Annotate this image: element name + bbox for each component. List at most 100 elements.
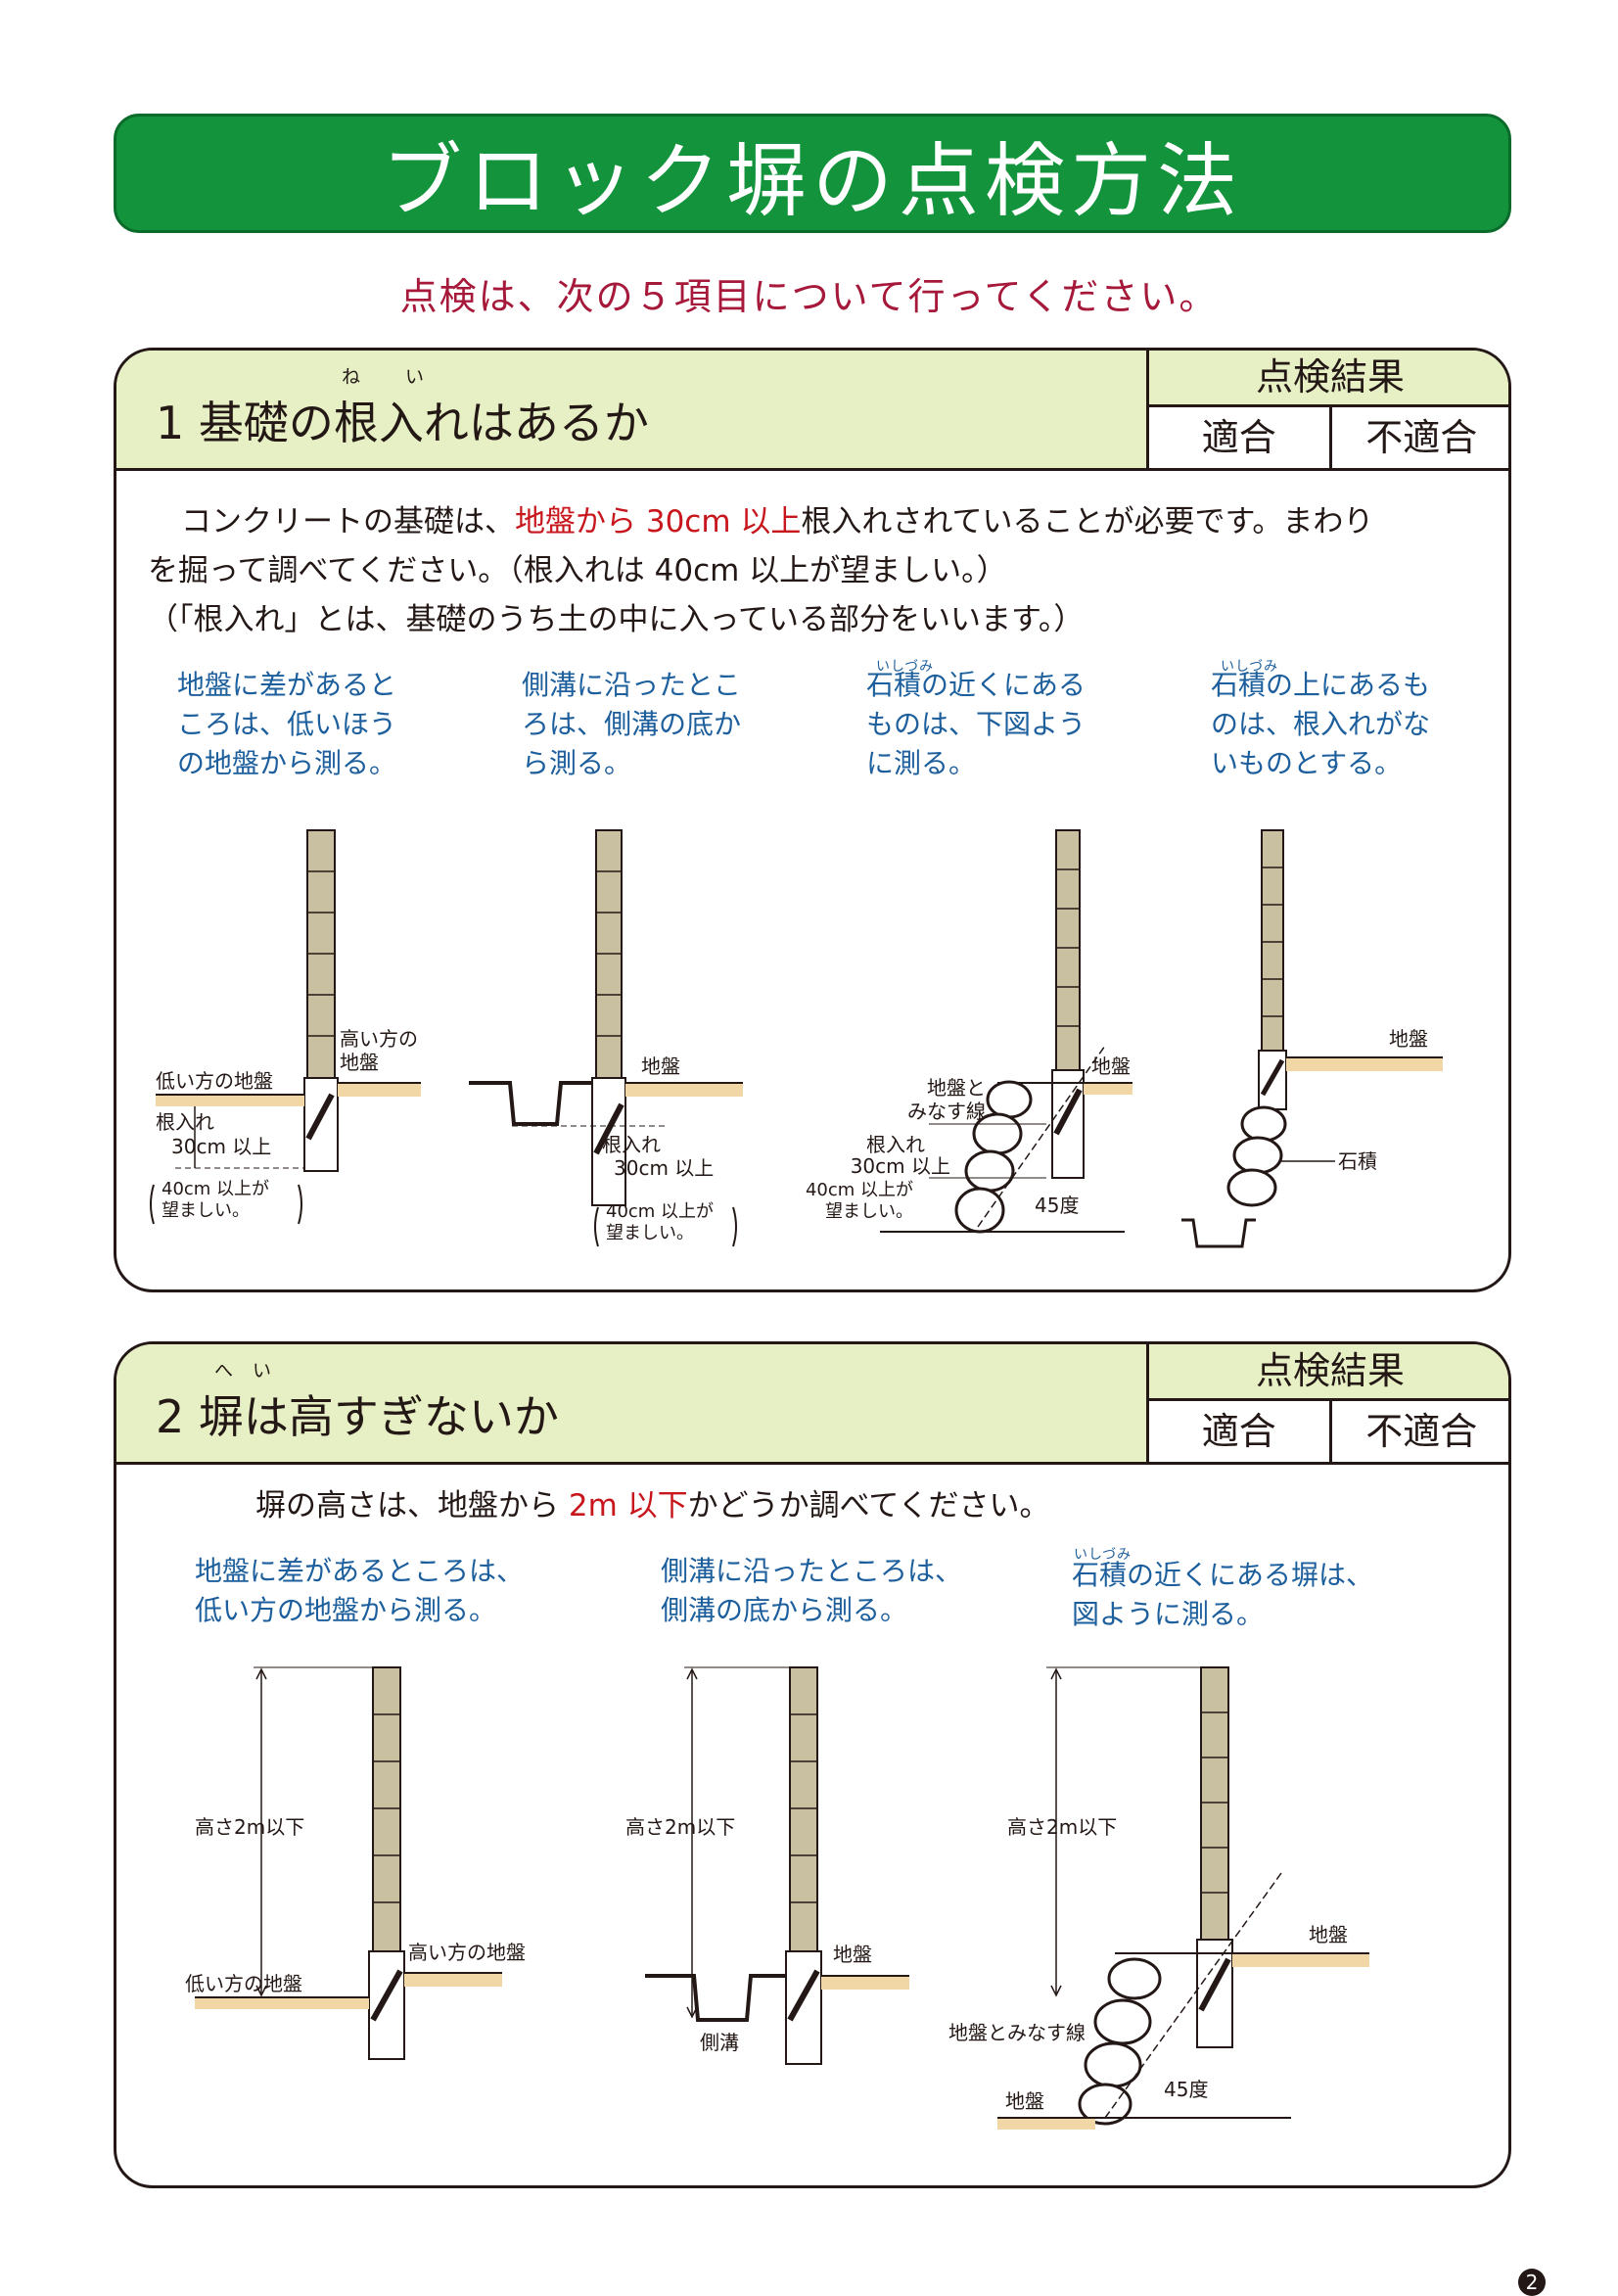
note-line: 石積の上にあるも <box>1211 669 1431 701</box>
highlight-text: 2m 以下 <box>568 1488 688 1523</box>
intro-text: 点検は、次の５項目について行ってください。 <box>399 275 1219 318</box>
furigana: いしづみ <box>876 659 935 675</box>
result-header: 点検結果 <box>1149 351 1508 407</box>
result-header: 点検結果 <box>1149 1344 1508 1401</box>
label-low-ground: 低い方の地盤 <box>156 1069 273 1093</box>
label-stone: 石積 <box>1338 1149 1377 1173</box>
block-wall <box>1055 829 1081 1071</box>
label-recommend-2: 望ましい。 <box>162 1200 250 1221</box>
label-ground: 地盤 <box>1091 1054 1131 1078</box>
label-high-ground-1: 高い方の <box>340 1027 418 1051</box>
result-ng-cell[interactable]: 不適合 <box>1365 1410 1478 1453</box>
gutter <box>469 1081 592 1126</box>
ground-low <box>195 1997 369 2009</box>
section-height: へい 2 塀は高すぎないか 点検結果 適合 不適合 塀の高さは、地盤から 2m … <box>114 1341 1511 2188</box>
label-ground: 地盤 <box>833 1943 872 1966</box>
label-recommend-2: 望ましい。 <box>825 1201 913 1222</box>
section-body-text: コンクリートの基礎は、地盤から 30cm 以上根入れされていることが必要です。ま… <box>148 497 1493 644</box>
page-title: ブロック塀の点検方法 <box>381 134 1243 228</box>
label-high-ground-2: 地盤 <box>340 1051 379 1074</box>
diagram-height-ground-difference: 高さ2m以下 高い方の地盤 低い方の地盤 <box>185 1666 526 2060</box>
ground-low <box>156 1095 304 1106</box>
note-line: 地盤に差があるところは、 <box>195 1555 525 1587</box>
note-line: 低い方の地盤から測る。 <box>195 1594 497 1626</box>
note: 石積の近くにある塀は、 図ように測る。 <box>1072 1556 1373 1634</box>
label-angle: 45度 <box>1035 1194 1079 1217</box>
stone <box>1240 1105 1287 1143</box>
diagram-on-stone-wall: 地盤 石積 <box>1181 829 1443 1248</box>
section-header: ね い 1 基礎の根入れはあるか 点検結果 適合 不適合 <box>116 351 1508 471</box>
stone <box>964 1149 1015 1193</box>
block-wall <box>1200 1666 1229 1941</box>
furigana: いしづみ <box>1221 659 1279 675</box>
note-line: 石積の近くにある <box>866 669 1086 701</box>
stone <box>1093 1998 1152 2045</box>
ground-high <box>338 1083 421 1097</box>
section-foundation: ね い 1 基礎の根入れはあるか 点検結果 適合 不適合 コンクリートの基礎は、… <box>114 348 1511 1292</box>
foundation <box>591 1077 626 1206</box>
assumed-ground-line <box>977 1045 1106 1228</box>
note: 地盤に差があると ころは、低いほう の地盤から測る。 <box>177 666 396 783</box>
note-line: 図ように測る。 <box>1072 1598 1265 1630</box>
diagram-ground-difference: 高い方の 地盤 低い方の地盤 根入れ 30cm 以上 40cm 以上が 望ましい… <box>150 829 421 1225</box>
gutter <box>645 1974 786 2022</box>
body-text: 根入れされていることが必要です。まわり <box>801 504 1374 539</box>
page-number: 2 <box>1518 2269 1546 2296</box>
diagram-near-stone-wall: 地盤と みなす線 地盤 根入れ 30cm 以上 40cm 以上が 望ましい。 4… <box>806 829 1133 1234</box>
note-line: ら測る。 <box>522 747 632 779</box>
note: 側溝に沿ったところは、 側溝の底から測る。 <box>661 1552 962 1630</box>
ground-lower <box>997 2118 1095 2130</box>
stone <box>1107 1957 1162 2000</box>
label-assumed-2: みなす線 <box>907 1100 986 1123</box>
note-line: の地盤から測る。 <box>177 747 397 779</box>
note-line: ものは、下図よう <box>866 708 1086 740</box>
section-header: へい 2 塀は高すぎないか 点検結果 適合 不適合 <box>116 1344 1508 1465</box>
foundation <box>368 1950 405 2060</box>
body-text: （「根入れ」とは、基礎のうち土の中に入っている部分をいいます。） <box>148 602 1085 637</box>
body-text: を掘って調べてください。（根入れは 40cm 以上が望ましい。） <box>148 553 1007 588</box>
label-high-ground: 高い方の地盤 <box>408 1941 526 1964</box>
ground <box>1084 1083 1133 1095</box>
stone <box>1226 1168 1277 1207</box>
result-ng-cell[interactable]: 不適合 <box>1365 416 1478 459</box>
foundation <box>785 1950 822 2065</box>
foundation <box>1196 1939 1233 2048</box>
label-recommend-1: 40cm 以上が <box>606 1201 714 1222</box>
label-height: 高さ2m以下 <box>1007 1815 1117 1839</box>
ground <box>821 1976 909 1990</box>
stone <box>1078 2083 1133 2126</box>
label-assumed-1: 地盤と <box>927 1076 986 1100</box>
stone <box>1084 2041 1142 2088</box>
note-line: ろは、側溝の底か <box>522 708 742 740</box>
label-ground: 地盤 <box>1389 1027 1428 1051</box>
note: 地盤に差があるところは、 低い方の地盤から測る。 <box>195 1552 524 1630</box>
body-text: かどうか調べてください。 <box>687 1488 1050 1523</box>
section-title: 2 塀は高すぎないか <box>156 1390 559 1443</box>
note-line: ころは、低いほう <box>177 708 397 740</box>
result-box: 点検結果 適合 不適合 <box>1146 351 1508 468</box>
foundation <box>303 1077 339 1172</box>
result-ok-cell[interactable]: 適合 <box>1149 1401 1332 1462</box>
ground <box>1232 1953 1369 1967</box>
note-line: のは、根入れがな <box>1211 708 1431 740</box>
label-depth-2: 30cm 以上 <box>171 1135 271 1158</box>
result-box: 点検結果 適合 不適合 <box>1146 1344 1508 1462</box>
diagram-gutter: 地盤 根入れ 30cm 以上 40cm 以上が 望ましい。 <box>469 829 743 1247</box>
foundation <box>1051 1069 1085 1179</box>
label-depth-1: 根入れ <box>156 1110 214 1134</box>
diagram-height-gutter: 高さ2m以下 地盤 側溝 <box>625 1666 909 2065</box>
furigana: いしづみ <box>1074 1547 1133 1563</box>
label-angle: 45度 <box>1164 2078 1208 2101</box>
block-wall <box>372 1666 401 1952</box>
furigana: ね い <box>342 366 444 388</box>
label-depth-1: 根入れ <box>602 1133 661 1156</box>
stone <box>986 1080 1033 1119</box>
gutter <box>1181 1218 1256 1248</box>
label-height: 高さ2m以下 <box>625 1815 735 1839</box>
note: 石積の上にあるも のは、根入れがな いものとする。 <box>1211 666 1430 783</box>
ground-high <box>404 1973 502 1987</box>
assumed-ground-line <box>1104 1872 1282 2119</box>
furigana: へい <box>214 1360 292 1382</box>
result-ok-cell[interactable]: 適合 <box>1149 407 1332 468</box>
block-wall <box>789 1666 818 1952</box>
